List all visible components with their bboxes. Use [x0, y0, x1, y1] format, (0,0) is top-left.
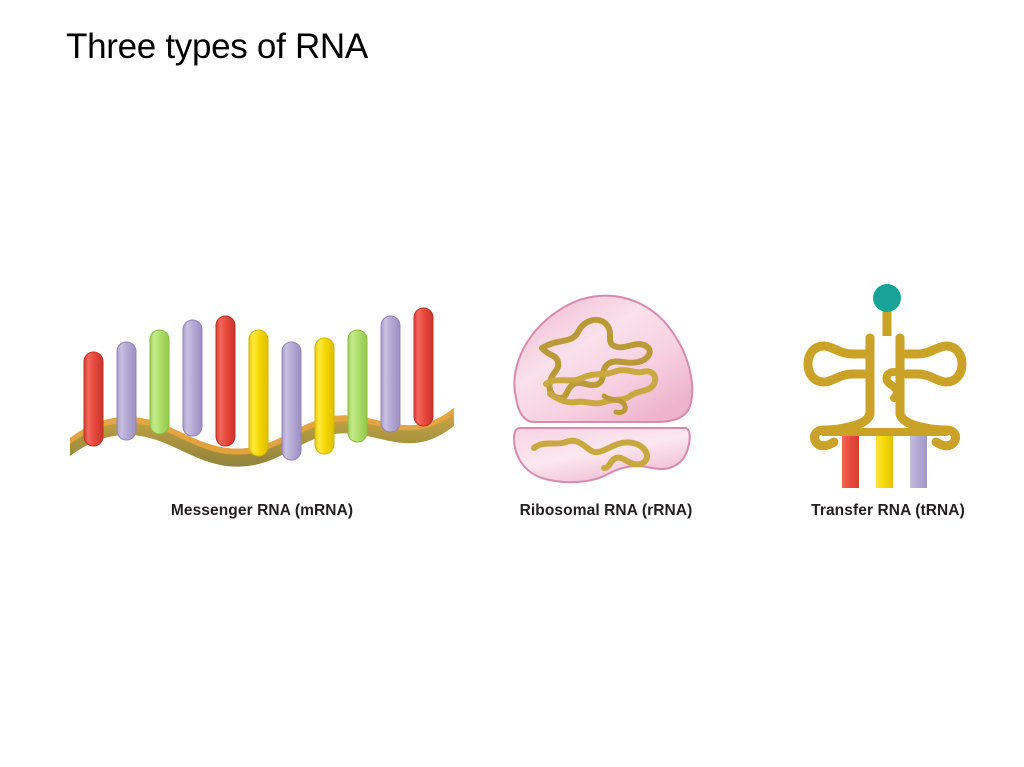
mrna-base-cylinder	[281, 341, 302, 461]
rrna-strand	[601, 393, 628, 415]
trna-amino-acid-icon	[873, 284, 901, 312]
mrna-base-cylinder	[248, 329, 269, 457]
mrna-base-cylinder	[413, 307, 434, 427]
trna-anticodon-bar	[876, 432, 893, 488]
page-title: Three types of RNA	[66, 27, 368, 66]
rrna-strand	[531, 437, 650, 471]
rna-types-figure-row: Messenger RNA (mRNA)	[0, 280, 1024, 540]
rrna-strand	[543, 367, 659, 407]
figure-caption-rrna: Ribosomal RNA (rRNA)	[519, 502, 693, 519]
trna-cloverleaf-illustration	[803, 284, 967, 488]
rrna-ribosome-illustration	[512, 294, 694, 484]
mrna-base-cylinder	[149, 329, 170, 435]
trna-right-arm-loop	[895, 333, 967, 387]
trna-anticodon-bar	[842, 432, 859, 488]
mrna-base-cylinder	[116, 341, 137, 441]
trna-inner-hinge	[882, 368, 901, 402]
mrna-base-cylinder	[215, 315, 236, 447]
trna-left-arm-loop	[803, 333, 875, 387]
figure-caption-trna: Transfer RNA (tRNA)	[811, 502, 965, 519]
rrna-small-subunit	[512, 427, 691, 484]
figure-caption-mrna: Messenger RNA (mRNA)	[170, 502, 354, 519]
mrna-strand-illustration	[70, 307, 454, 467]
mrna-base-cylinder	[182, 319, 203, 437]
mrna-base-cylinder	[347, 329, 368, 443]
figure-rrna: Ribosomal RNA (rRNA)	[486, 280, 726, 540]
figure-mrna: Messenger RNA (mRNA)	[62, 280, 462, 540]
mrna-base-cylinder	[83, 351, 104, 447]
mrna-base-cylinder	[380, 315, 401, 433]
trna-anticodon-bar	[910, 432, 927, 488]
figure-trna: Transfer RNA (tRNA)	[760, 280, 1016, 540]
mrna-base-cylinder	[314, 337, 335, 455]
